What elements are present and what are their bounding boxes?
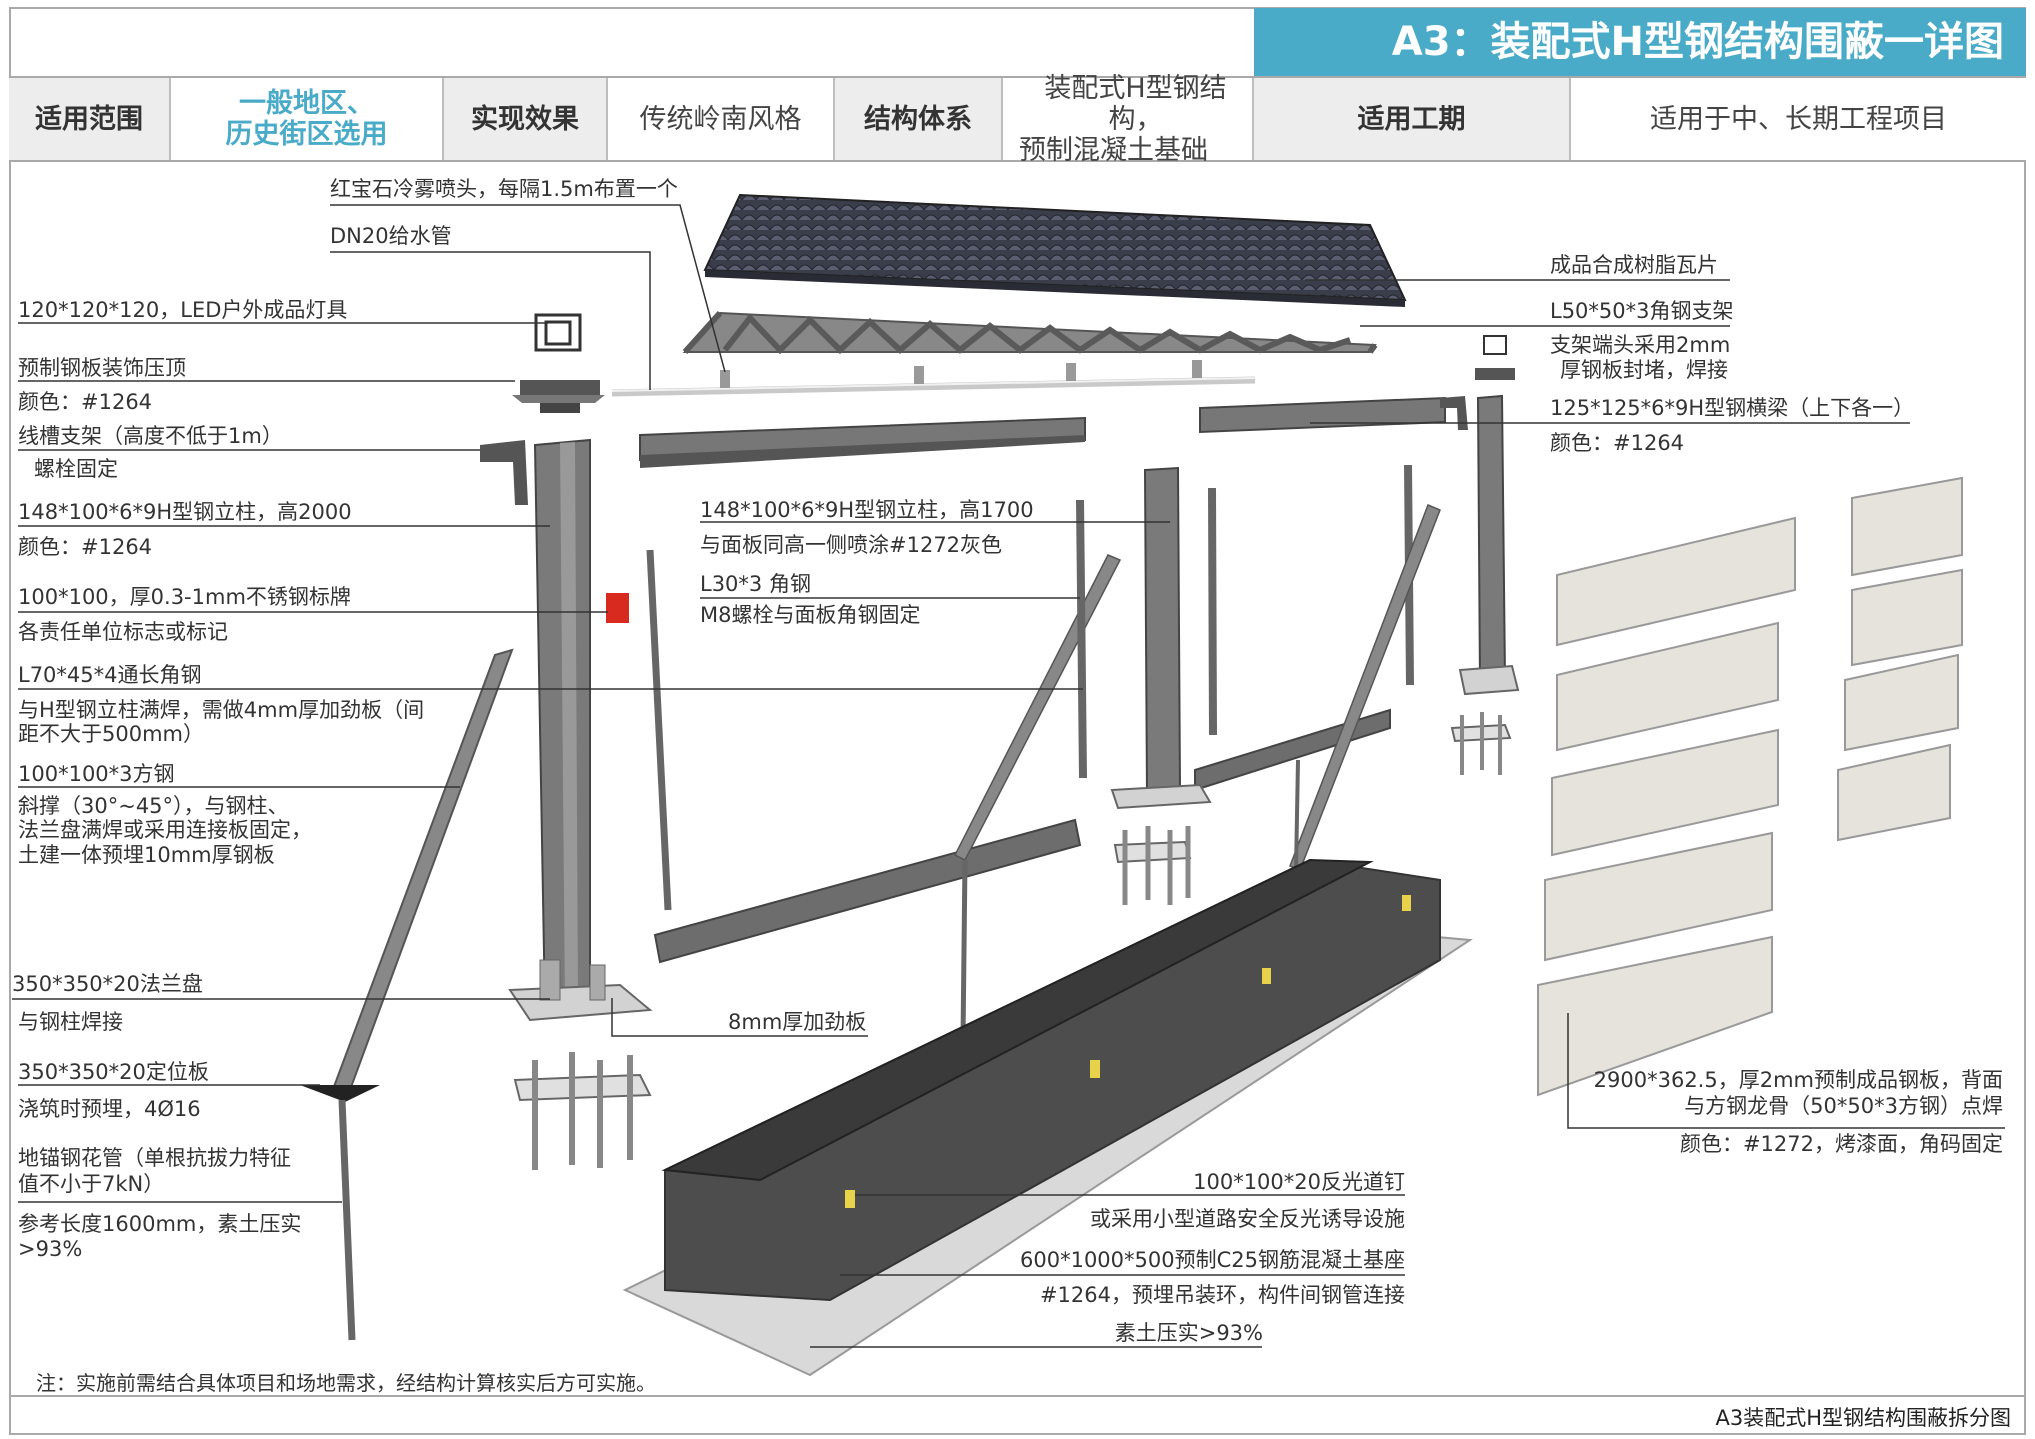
- label-tube-desc-3: 土建一体预埋10mm厚钢板: [18, 843, 275, 867]
- square-tube-brace-left: [300, 648, 514, 1341]
- label-plate-desc: 浇筑时预埋，4Ø16: [18, 1097, 201, 1121]
- label-beam-color: 颜色：#1264: [1550, 431, 1685, 455]
- label-trough: 线槽支架（高度不低于1m）: [18, 424, 283, 448]
- label-lamp: 120*120*120，LED户外成品灯具: [18, 298, 348, 322]
- note-text: 注：实施前需结合具体项目和场地需求，经结构计算核实后方可实施。: [36, 1371, 656, 1395]
- divider: [9, 76, 2026, 78]
- label-anchor-3: 参考长度1600mm，素土压实: [18, 1212, 302, 1236]
- label-stiffener: 8mm厚加劲板: [728, 1010, 867, 1034]
- label-soil: 素土压实>93%: [1114, 1321, 1263, 1345]
- wire-trough-bracket: [480, 440, 528, 505]
- leader-lines: [12, 204, 2005, 1348]
- label-base: 600*1000*500预制C25钢筋混凝土基座: [1020, 1248, 1405, 1272]
- system-value-line2: 预制混凝土基础: [1019, 134, 1208, 166]
- label-pipe: DN20给水管: [330, 224, 452, 248]
- effect-value: 传统岭南风格: [608, 78, 835, 160]
- scope-value-line1: 一般地区、: [239, 88, 374, 119]
- label-flange-desc: 与钢柱焊接: [18, 1010, 123, 1034]
- label-cap-color: 颜色：#1264: [18, 390, 153, 414]
- system-value-line1: 装配式H型钢结构，: [1044, 72, 1227, 135]
- scope-value: 一般地区、 历史街区选用: [171, 78, 444, 160]
- period-label: 适用工期: [1254, 78, 1571, 160]
- label-sign: 100*100，厚0.3-1mm不锈钢标牌: [18, 585, 351, 609]
- label-angle2: L30*3 角钢: [700, 572, 811, 596]
- h-steel-column-left: [508, 438, 653, 1022]
- system-value: 装配式H型钢结构， 预制混凝土基础: [1003, 73, 1254, 166]
- roof-tiles: [703, 193, 1407, 307]
- concrete-base: [622, 858, 1473, 1377]
- scope-value-line2: 历史街区选用: [225, 119, 388, 150]
- label-tube-desc-1: 斜撑（30°~45°），与钢柱、: [18, 794, 289, 818]
- period-value: 适用于中、长期工程项目: [1571, 78, 2026, 160]
- info-bar: 适用范围 一般地区、 历史街区选用 实现效果 传统岭南风格 结构体系 装配式H型…: [9, 73, 2026, 166]
- label-stud-desc: 或采用小型道路安全反光诱导设施: [1090, 1207, 1405, 1231]
- label-angle-desc-2: 距不大于500mm）: [18, 722, 204, 746]
- led-lamp: [534, 313, 1507, 355]
- long-angle-steel: [646, 549, 672, 911]
- label-tube: 100*100*3方钢: [18, 762, 175, 786]
- angle-steel-truss: [682, 310, 1378, 355]
- label-plate: 350*350*20定位板: [18, 1060, 209, 1084]
- h-steel-column-right: [1440, 394, 1520, 775]
- label-anchor-1: 地锚钢花管（单根抗拔力特征: [18, 1146, 291, 1170]
- label-angle-desc-1: 与H型钢立柱满焊，需做4mm厚加劲板（间: [18, 698, 425, 722]
- label-sign-desc: 各责任单位标志或标记: [18, 620, 228, 644]
- effect-label: 实现效果: [444, 78, 608, 160]
- page-frame: [9, 7, 2026, 1435]
- label-truss: L50*50*3角钢支架: [1550, 299, 1734, 323]
- label-panel-2: 与方钢龙骨（50*50*3方钢）点焊: [1684, 1094, 2003, 1118]
- page-title: A3：装配式H型钢结构围蔽一详图: [1254, 8, 2026, 76]
- cap-plate: [512, 368, 1515, 413]
- label-anchor-4: >93%: [18, 1237, 83, 1261]
- label-column2: 148*100*6*9H型钢立柱，高1700: [700, 498, 1034, 522]
- label-base-desc: #1264，预埋吊装环，构件间钢管连接: [1039, 1283, 1405, 1307]
- label-column: 148*100*6*9H型钢立柱，高2000: [18, 500, 352, 524]
- system-label: 结构体系: [835, 78, 1003, 160]
- h-steel-column-mid: [1110, 466, 1217, 905]
- scope-label: 适用范围: [9, 78, 171, 160]
- h-steel-beam-top: [639, 396, 1446, 468]
- label-truss-desc-1: 支架端头采用2mm: [1550, 333, 1731, 357]
- label-truss-desc-2: 厚钢板封堵，焊接: [1560, 358, 1728, 382]
- label-angle: L70*45*4通长角钢: [18, 663, 202, 687]
- label-tube-desc-2: 法兰盘满焊或采用连接板固定，: [18, 818, 312, 842]
- label-column-color: 颜色：#1264: [18, 535, 153, 559]
- label-anchor-2: 值不小于7kN）: [18, 1172, 165, 1196]
- label-panel-3: 颜色：#1272，烤漆面，角码固定: [1679, 1132, 2003, 1156]
- steel-panels: [1537, 476, 1963, 1097]
- locating-plate-left: [513, 1052, 652, 1170]
- water-pipe: [611, 360, 1256, 397]
- stainless-sign: [606, 593, 629, 623]
- label-panel-1: 2900*362.5，厚2mm预制成品钢板，背面: [1593, 1068, 2003, 1092]
- label-column2-desc: 与面板同高一侧喷涂#1272灰色: [700, 533, 1003, 557]
- label-stud: 100*100*20反光道钉: [1193, 1170, 1405, 1194]
- label-trough-fix: 螺栓固定: [34, 457, 118, 481]
- divider-footer: [9, 1395, 2026, 1397]
- label-tile: 成品合成树脂瓦片: [1550, 253, 1718, 277]
- figure-caption: A3装配式H型钢结构围蔽拆分图: [1715, 1406, 2011, 1430]
- label-cap: 预制钢板装饰压顶: [18, 356, 186, 380]
- label-sprinkler: 红宝石冷雾喷头，每隔1.5m布置一个: [330, 177, 678, 201]
- square-tube-brace-right: [1289, 504, 1441, 871]
- label-beam: 125*125*6*9H型钢横梁（上下各一）: [1550, 396, 1915, 420]
- label-angle2-desc: M8螺栓与面板角钢固定: [700, 603, 921, 627]
- label-flange: 350*350*20法兰盘: [12, 972, 203, 996]
